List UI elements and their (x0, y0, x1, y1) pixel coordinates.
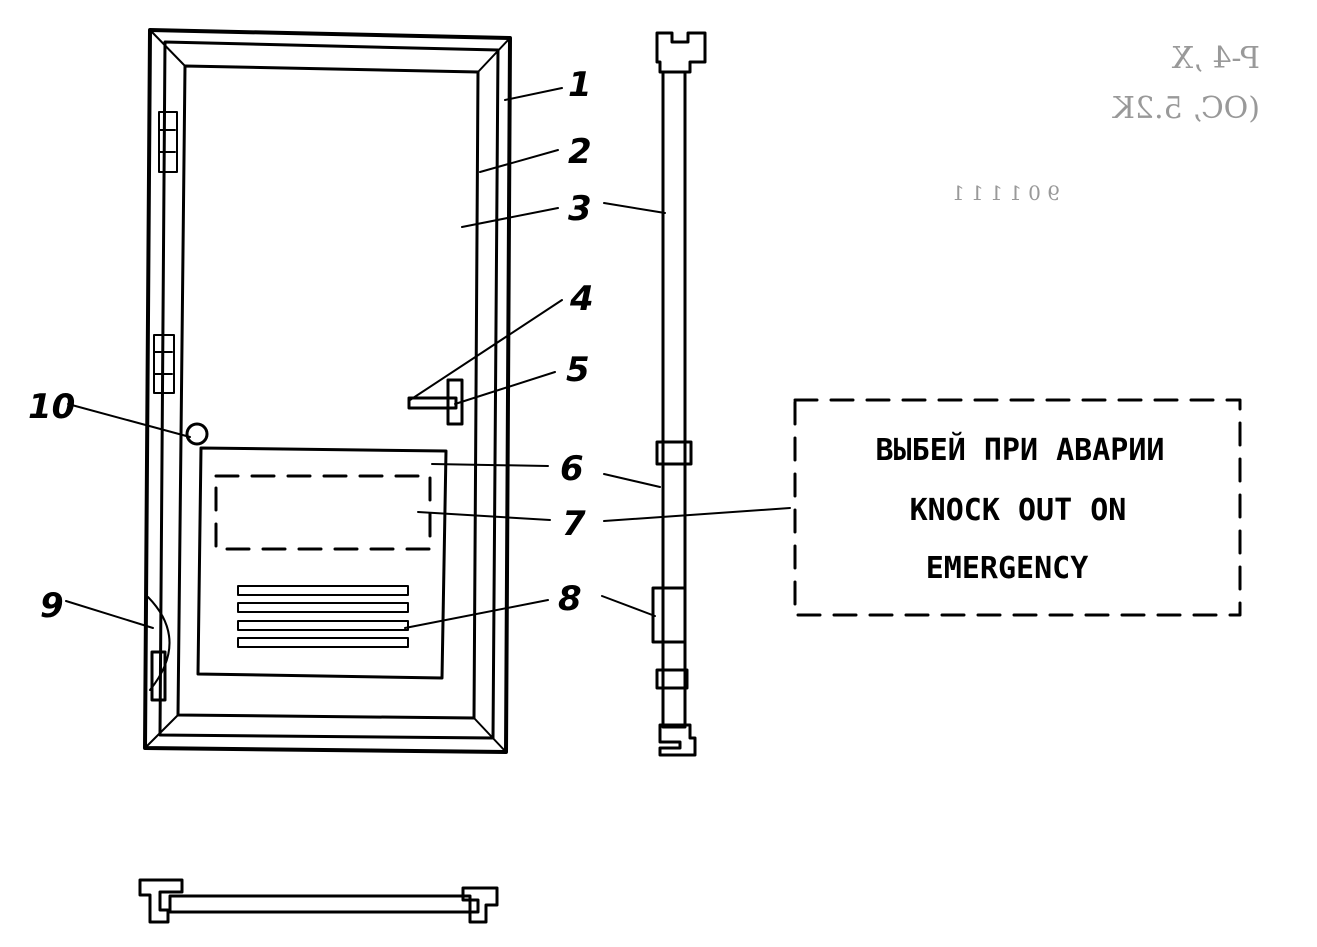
section-body (661, 70, 687, 729)
bleed-line-1: (OC, 5.2K (1112, 91, 1260, 126)
sign-dashed-border (793, 398, 1242, 617)
callout-4: 4 (569, 279, 594, 319)
section-bottom-profile (658, 723, 697, 757)
bleed-line-2: P-4 ,X (1171, 41, 1260, 76)
sign-text-english-2: EMERGENCY (926, 551, 1089, 586)
callout-10: 10 (28, 387, 75, 427)
callout-9: 9 (40, 586, 64, 626)
section-joint-mid (651, 586, 687, 644)
callout-8: 8 (558, 579, 582, 619)
door-handle (407, 396, 458, 410)
callout-7: 7 (562, 504, 586, 544)
sign-text-english-1: KNOCK OUT ON (910, 493, 1127, 528)
callout-2: 2 (568, 132, 592, 172)
sign-text-russian: ВЫБЕЙ ПРИ АВАРИИ (876, 432, 1165, 468)
leader-lines (65, 87, 791, 629)
frame-bevel-bottom (144, 714, 507, 753)
hinge-lower (153, 334, 175, 394)
frame-bevel-top (149, 29, 511, 73)
door-side-section (651, 31, 707, 757)
section-top-profile (655, 31, 707, 74)
door-holdback (150, 650, 167, 702)
section-joint-lower (655, 668, 689, 690)
callout-3: 3 (568, 189, 592, 229)
plan-right-profile (461, 886, 499, 924)
callout-1: 1 (568, 65, 592, 105)
door-plan-section (138, 878, 499, 924)
panel-label-area (214, 474, 432, 551)
door-latch (446, 378, 464, 426)
plan-left-profile (138, 878, 184, 924)
bleed-line-3: 9 0 1 1 1 1 (952, 181, 1060, 205)
door-leaf (176, 64, 480, 720)
knock-out-panel (196, 446, 448, 680)
callout-6: 6 (560, 449, 584, 489)
emergency-sign: ВЫБЕЙ ПРИ АВАРИИ KNOCK OUT ON EMERGENCY (793, 398, 1242, 617)
bleed-through-text: (OC, 5.2K P-4 ,X 9 0 1 1 1 1 (952, 41, 1260, 205)
door-swing-arc (147, 596, 171, 691)
hinge-upper (158, 111, 178, 173)
callout-numbers: 1 2 3 4 5 6 7 8 9 10 (28, 65, 594, 626)
callout-5: 5 (566, 350, 590, 390)
door-stop-knob (185, 422, 209, 446)
section-joint-upper (655, 440, 693, 466)
plan-body (168, 894, 472, 914)
door-front-view (143, 28, 512, 754)
vent-louvres (237, 585, 409, 648)
